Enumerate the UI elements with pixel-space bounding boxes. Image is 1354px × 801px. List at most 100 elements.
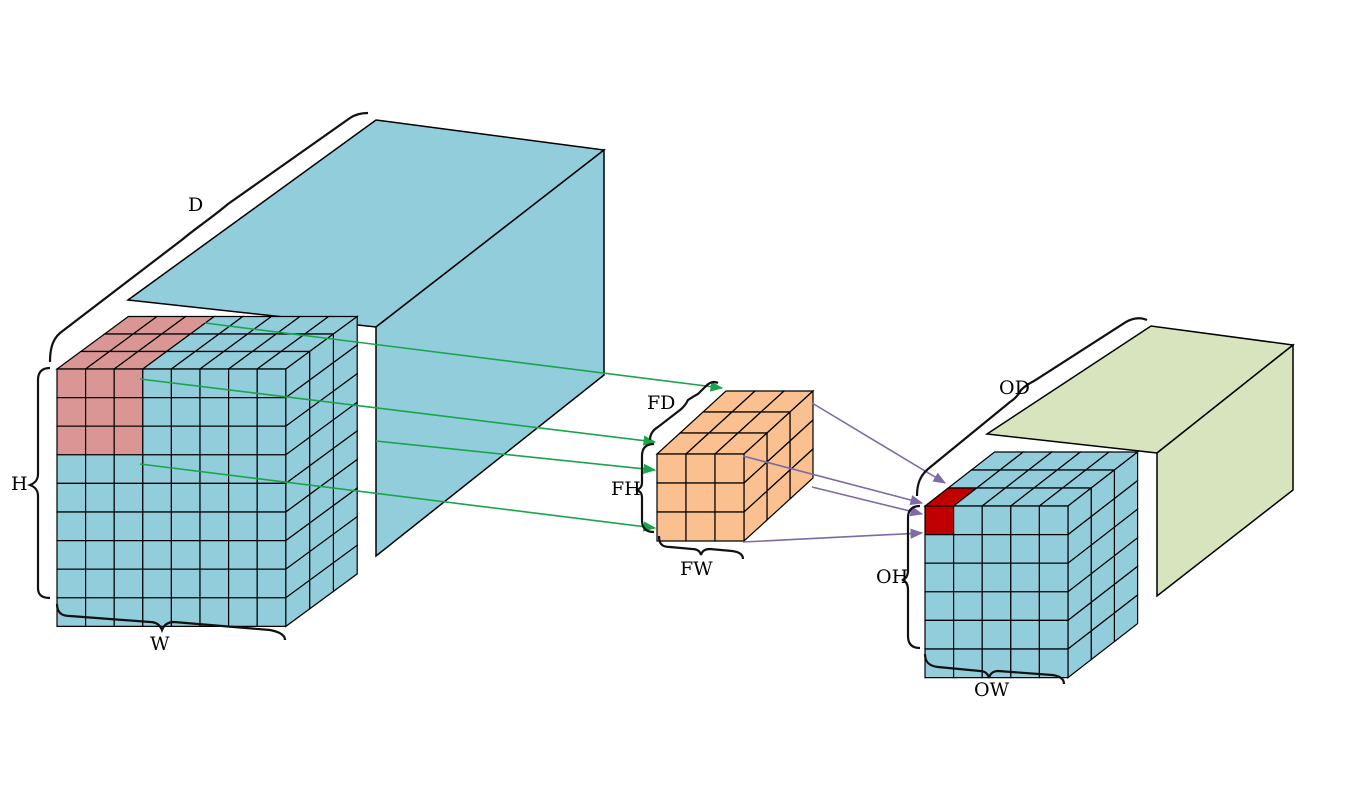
filter-front-cell	[714, 482, 745, 513]
output-front-grid	[923, 450, 1140, 679]
output-front-cell	[952, 619, 983, 650]
input-front-cell	[84, 597, 115, 628]
filter-grid	[655, 389, 815, 543]
output-front-cell	[924, 591, 955, 622]
input-front-cell	[56, 539, 87, 570]
input-front-cell	[84, 539, 115, 570]
input-front-cell	[228, 511, 258, 542]
input-front-cell	[228, 597, 258, 628]
input-front-cell	[170, 397, 201, 427]
dimension-labels: D H W FD FH FW OD OH OW	[11, 194, 1030, 701]
input-front-cell	[56, 482, 87, 513]
arrow-green-2	[139, 378, 657, 446]
label-output-width: OW	[974, 679, 1010, 701]
input-front-cell	[113, 482, 144, 513]
input-front-cell	[142, 511, 172, 542]
input-front-cell	[84, 425, 115, 456]
output-front-cell	[952, 533, 983, 564]
output-front-cell	[952, 562, 983, 593]
input-front-cell	[113, 568, 144, 599]
output-front-cell	[952, 648, 983, 679]
input-front-cell	[142, 539, 172, 570]
input-front-cell	[113, 539, 144, 570]
input-front-cell	[142, 425, 172, 456]
output-volume	[923, 325, 1295, 679]
input-front-cell	[256, 482, 287, 513]
output-front-cell	[981, 619, 1012, 650]
input-front-cell	[142, 397, 172, 427]
input-front-cell	[199, 397, 230, 427]
input-front-cell	[228, 482, 258, 513]
input-front-cell	[56, 454, 87, 484]
arrow-green-4	[139, 463, 657, 532]
brace-filter-width	[657, 535, 745, 560]
brace-filter-depth	[648, 380, 719, 441]
input-front-cell	[113, 425, 144, 456]
output-front-cell	[981, 562, 1012, 593]
input-front-cell	[56, 368, 87, 399]
label-input-width: W	[150, 633, 170, 655]
input-front-cell	[113, 368, 144, 399]
filter-front-cell	[656, 453, 687, 484]
input-front-cell	[256, 397, 287, 427]
input-volume	[55, 119, 606, 628]
input-front-cell	[199, 425, 230, 456]
label-input-depth: D	[188, 194, 203, 216]
brace-output-width	[923, 653, 1066, 685]
input-front-cell	[199, 368, 230, 399]
input-front-cell	[142, 368, 172, 399]
input-front-cell	[228, 397, 258, 427]
arrow-purple-3	[811, 486, 924, 517]
input-front-cell	[170, 539, 201, 570]
brace-filter-height	[635, 442, 655, 534]
filter-front-cell	[656, 511, 687, 542]
input-front-cell	[56, 568, 87, 599]
input-front-cell	[199, 511, 230, 542]
input-front-cell	[256, 568, 287, 599]
filter-front-cell	[714, 453, 745, 484]
output-front-cell	[981, 591, 1012, 622]
input-front-cell	[199, 568, 230, 599]
input-front-cell	[84, 368, 115, 399]
output-front-cell	[1038, 505, 1069, 536]
filter-cube	[655, 389, 815, 543]
arrow-purple-4	[742, 528, 924, 543]
input-front-cell	[228, 539, 258, 570]
input-front-cell	[256, 425, 287, 456]
arrow-green-3	[375, 440, 657, 474]
label-output-depth: OD	[999, 377, 1030, 399]
input-front-grid	[55, 315, 360, 628]
output-front-cell	[1010, 562, 1041, 593]
output-front-cell	[1038, 591, 1069, 622]
input-front-cell	[84, 568, 115, 599]
input-volume-side-face	[375, 148, 605, 558]
input-front-cell	[170, 568, 201, 599]
input-front-cell	[84, 511, 115, 542]
input-front-cell	[170, 511, 201, 542]
input-front-cell	[199, 539, 230, 570]
input-front-cell	[142, 482, 172, 513]
filter-front-cell	[714, 511, 745, 542]
brace-input-height	[27, 366, 51, 600]
output-front-cell	[1010, 619, 1041, 650]
label-filter-height: FH	[611, 478, 641, 500]
output-front-cell	[981, 533, 1012, 564]
output-front-cell	[1038, 619, 1069, 650]
input-front-cell	[142, 568, 172, 599]
arrow-purple-2	[742, 455, 924, 506]
brace-output-depth	[915, 317, 1148, 497]
arrows-filter-to-output	[742, 402, 947, 543]
input-front-cell	[170, 482, 201, 513]
input-front-cell	[228, 425, 258, 456]
output-front-cell	[1038, 648, 1069, 679]
brace-input-width	[55, 603, 287, 641]
input-front-cell	[256, 539, 287, 570]
input-front-cell	[199, 482, 230, 513]
input-front-cell	[113, 454, 144, 484]
output-front-cell	[924, 619, 955, 650]
input-front-cell	[113, 397, 144, 427]
label-filter-width: FW	[680, 558, 713, 580]
input-front-cell	[56, 397, 87, 427]
